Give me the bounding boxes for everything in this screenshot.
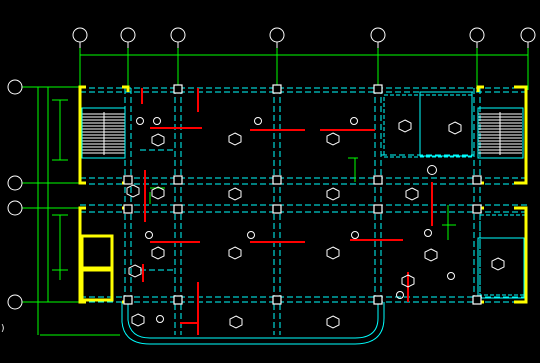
small-circle-icon [153, 117, 161, 125]
left-dimension-lines [22, 86, 120, 336]
hexagon-icon [228, 187, 242, 201]
beam-lines [80, 87, 528, 335]
hexagon-icon [491, 257, 505, 271]
stair-box-left [81, 107, 126, 159]
hexagon-icon [401, 274, 415, 288]
leader-marks [149, 157, 456, 240]
grid-bubble-icon [170, 27, 186, 43]
grid-bubble-icon [120, 27, 136, 43]
hexagon-icon [131, 313, 145, 327]
square-column-icon [123, 204, 133, 214]
hexagon-icon [126, 184, 140, 198]
view-tag: ) [1, 324, 5, 334]
hexagon-icon [405, 187, 419, 201]
square-column-icon [272, 295, 282, 305]
square-column-icon [373, 204, 383, 214]
square-column-icon [472, 175, 482, 185]
hexagon-icon [151, 246, 165, 260]
grid-bubble-icon [469, 27, 485, 43]
square-column-icon [173, 175, 183, 185]
square-column-icon [272, 84, 282, 94]
hexagon-icon [151, 133, 165, 147]
hexagon-icon [424, 248, 438, 262]
square-column-icon [123, 295, 133, 305]
walls [78, 85, 528, 304]
square-column-icon [173, 204, 183, 214]
hexagon-icon [398, 119, 412, 133]
stair-hatch-left-icon [82, 112, 125, 155]
grid-bubble-icon [7, 200, 23, 216]
hexagon-icon [326, 246, 340, 260]
square-column-icon [272, 204, 282, 214]
small-circle-icon [427, 165, 437, 175]
square-column-icon [123, 175, 133, 185]
hexagon-icon [151, 186, 165, 200]
fixture-circles [136, 117, 455, 323]
hexagon-icon [229, 315, 243, 329]
grid-bubble-icon [370, 27, 386, 43]
small-circle-icon [447, 272, 455, 280]
square-column-icon [173, 84, 183, 94]
square-column-icon [373, 84, 383, 94]
columns [123, 84, 482, 305]
left-grid-bubbles [7, 79, 23, 310]
grid-bubble-icon [72, 27, 88, 43]
small-circle-icon [396, 291, 404, 299]
hexagon-icon [128, 264, 142, 278]
small-circle-icon [156, 315, 164, 323]
small-circle-icon [351, 231, 359, 239]
bottom-bay-outline [121, 302, 385, 345]
square-column-icon [472, 295, 482, 305]
grid-bubble-icon [269, 27, 285, 43]
stair-hatch-right-icon [478, 112, 522, 155]
hexagon-icon [326, 132, 340, 146]
partitions [141, 88, 433, 335]
hexagon-icon [228, 132, 242, 146]
equipment-hexagons [126, 119, 505, 329]
hexagon-icon [448, 121, 462, 135]
hexagon-icon [326, 187, 340, 201]
grid-bubble-icon [520, 27, 536, 43]
square-column-icon [373, 295, 383, 305]
square-column-icon [173, 295, 183, 305]
square-column-icon [373, 175, 383, 185]
hexagon-icon [228, 246, 242, 260]
small-circle-icon [254, 117, 262, 125]
square-column-icon [472, 204, 482, 214]
hexagon-icon [326, 315, 340, 329]
top-grid-bubbles [72, 27, 536, 48]
grid-bubble-icon [7, 294, 23, 310]
grid-bubble-icon [7, 175, 23, 191]
stair-box-right [477, 107, 524, 159]
grid-bubble-icon [7, 79, 23, 95]
small-circle-icon [350, 117, 358, 125]
small-circle-icon [136, 117, 144, 125]
square-column-icon [272, 175, 282, 185]
top-dimension-lines [79, 48, 529, 90]
small-circle-icon [247, 231, 255, 239]
small-circle-icon [145, 231, 153, 239]
small-circle-icon [424, 229, 432, 237]
